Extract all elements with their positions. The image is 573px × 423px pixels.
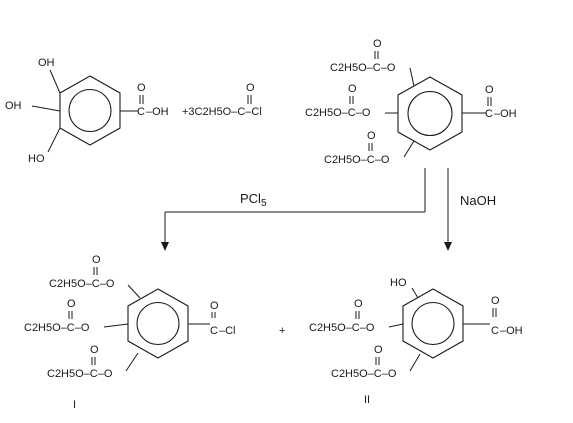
- gallic-acid: OH OH HO O C –OH: [5, 57, 169, 165]
- product-ii-ester-1-bond: [388, 323, 404, 328]
- intermediate-ester-1: C2H5O–C–O: [330, 62, 396, 74]
- product-i-carbonyl-o-3: O: [90, 344, 99, 356]
- gallic-cooh-c: C: [137, 106, 145, 118]
- product-i-carbonyl-o-1: O: [92, 254, 101, 266]
- product-i-ester-2: C2H5O–C–O: [24, 322, 90, 334]
- product-ii-carbonyl-o-1: O: [354, 298, 363, 310]
- product-i-ring: [127, 288, 189, 359]
- intermediate-ester-3-bond: [403, 140, 415, 158]
- product-ii-ring: [402, 288, 464, 359]
- product-i-ester-3-bond: [125, 352, 139, 372]
- product-i-acyl-chloride: O C –Cl O C2H5O–C–O O C2H5O–C–O O C2H5O–…: [24, 254, 236, 411]
- product-i-ester-1: C2H5O–C–O: [49, 278, 115, 290]
- product-ii-aromatic-circle: [411, 301, 455, 346]
- gallic-oh-left-bond: [31, 105, 61, 112]
- product-ii-ho: HO: [390, 277, 407, 289]
- product-ii-ester-1: C2H5O–C–O: [309, 322, 375, 334]
- chloroformate-formula: +3C2H5O–C–Cl: [182, 106, 262, 118]
- intermediate-carbonyl-o-3: O: [367, 130, 376, 142]
- product-ii-ho-bond: [411, 287, 419, 299]
- product-i-acyl-cl: –Cl: [219, 325, 236, 337]
- intermediate-ring: [397, 76, 463, 151]
- plus-sign: +: [279, 325, 285, 337]
- product-ii-acid-o: O: [491, 295, 500, 307]
- intermediate-aromatic-circle: [407, 90, 453, 137]
- tris-carbonate-acid: O C –OH O C2H5O–C–O O C2H5O–C–O O C2H5O–…: [305, 38, 517, 166]
- product-i-ester-2-bond: [103, 323, 129, 328]
- gallic-oh-top-bond: [49, 69, 61, 94]
- gallic-oh-top: OH: [38, 57, 55, 69]
- product-i-label: I: [73, 399, 76, 411]
- product-ii-acid-c: C: [491, 325, 499, 337]
- gallic-acid-aromatic-circle: [68, 88, 112, 133]
- pcl5-arrow-head: [161, 242, 169, 251]
- intermediate-acid-oh: –OH: [494, 108, 517, 120]
- intermediate-ester-2: C2H5O–C–O: [305, 107, 371, 119]
- gallic-oh-bottom-bond: [47, 127, 61, 153]
- product-ii-carbonyl-o-2: O: [374, 344, 383, 356]
- intermediate-ester-1-bond: [409, 67, 415, 87]
- product-ii-label: II: [364, 394, 370, 406]
- gallic-cooh-o: O: [137, 82, 146, 94]
- ethyl-chloroformate: O +3C2H5O–C–Cl: [182, 82, 262, 118]
- naoh-arrow: NaOH: [444, 168, 496, 251]
- intermediate-carbonyl-o-2: O: [348, 83, 357, 95]
- chloroformate-o: O: [246, 82, 255, 94]
- intermediate-acid-o: O: [485, 84, 494, 96]
- product-i-acyl-o: O: [210, 300, 219, 312]
- gallic-oh-left: OH: [5, 100, 22, 112]
- product-i-ester-3: C2H5O–C–O: [47, 368, 113, 380]
- gallic-cooh-oh: –OH: [146, 106, 169, 118]
- pcl5-label: PCl5: [240, 191, 267, 209]
- product-ii-ester-2-bond: [409, 353, 421, 372]
- intermediate-carbonyl-o-1: O: [373, 38, 382, 50]
- gallic-oh-bottom: HO: [28, 153, 45, 165]
- product-ii-ester-2: C2H5O–C–O: [331, 368, 397, 380]
- product-i-aromatic-circle: [136, 301, 180, 346]
- intermediate-ester-3: C2H5O–C–O: [324, 154, 390, 166]
- pcl5-arrow: PCl5: [161, 168, 426, 251]
- naoh-label: NaOH: [460, 193, 496, 208]
- intermediate-acid-c: C: [485, 108, 493, 120]
- product-i-carbonyl-o-2: O: [67, 298, 76, 310]
- product-i-acyl-c: C: [210, 325, 218, 337]
- product-ii-acid: HO O C –OH O C2H5O–C–O O C2H5O–C–O II: [309, 277, 523, 406]
- naoh-arrow-head: [444, 242, 452, 251]
- product-i-ester-1-bond: [127, 284, 141, 299]
- product-ii-acid-oh: –OH: [500, 325, 523, 337]
